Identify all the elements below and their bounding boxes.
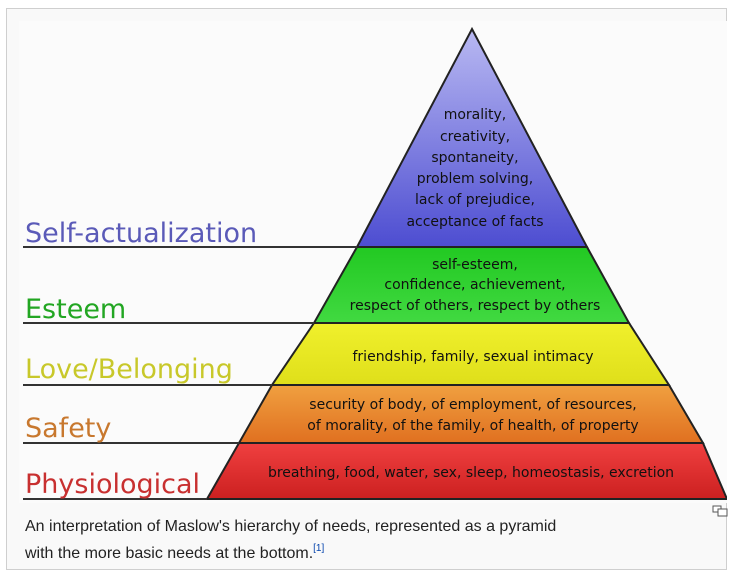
tier-safety [237, 384, 705, 444]
caption-line-2: with the more basic needs at the bottom. [25, 545, 314, 562]
tier-text-love-belonging-1: friendship, family, sexual intimacy [353, 349, 594, 365]
level-label-love-belonging: Love/Belonging [25, 354, 233, 385]
tier-text-self-actualization-5: lack of prejudice, [415, 192, 535, 208]
tier-text-self-actualization-2: creativity, [440, 129, 510, 145]
tier-text-self-actualization-4: problem solving, [417, 171, 534, 187]
tier-text-safety-1: security of body, of employment, of reso… [309, 397, 636, 413]
tier-text-self-actualization-6: acceptance of facts [406, 214, 543, 230]
tier-text-esteem-1: self-esteem, [432, 257, 518, 273]
tier-text-self-actualization-3: spontaneity, [431, 150, 518, 166]
tier-text-self-actualization-1: morality, [444, 107, 507, 123]
enlarge-icon[interactable] [712, 505, 728, 517]
caption-line-1: An interpretation of Maslow's hierarchy … [25, 518, 557, 535]
tier-text-esteem-3: respect of others, respect by others [350, 298, 601, 314]
level-label-physiological: Physiological [25, 469, 200, 500]
maslow-pyramid: Self-actualization Esteem Love/Belonging… [23, 26, 727, 500]
level-label-esteem: Esteem [25, 294, 126, 325]
figure-caption: An interpretation of Maslow's hierarchy … [25, 513, 715, 567]
thumbnail-frame: Self-actualization Esteem Love/Belonging… [6, 8, 727, 570]
pyramid-figure[interactable]: Self-actualization Esteem Love/Belonging… [19, 21, 727, 503]
level-label-safety: Safety [25, 413, 111, 444]
tier-text-physiological-1: breathing, food, water, sex, sleep, home… [268, 465, 674, 481]
tier-physiological [205, 442, 727, 500]
reference-link[interactable]: [1] [313, 543, 325, 554]
tier-text-esteem-2: confidence, achievement, [384, 277, 565, 293]
tier-text-safety-2: of morality, of the family, of health, o… [307, 418, 638, 434]
level-label-self-actualization: Self-actualization [25, 218, 257, 249]
